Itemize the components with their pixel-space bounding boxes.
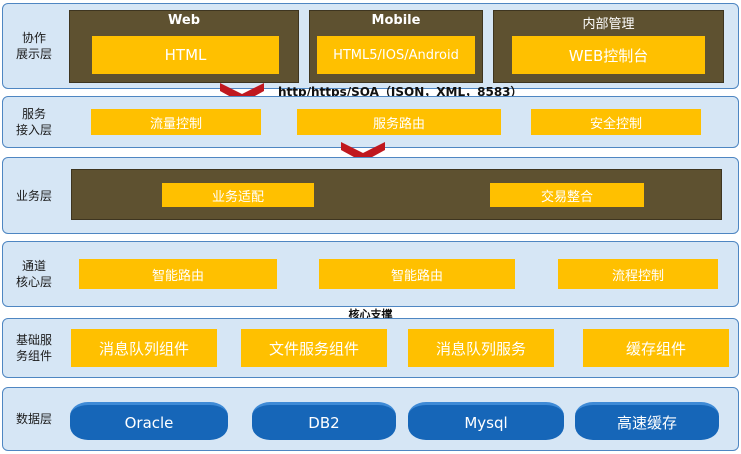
business-item-transaction-integration: 交易整合 bbox=[490, 183, 644, 207]
core-support-label: 核心支撑 bbox=[348, 308, 393, 321]
mobile-title: Mobile bbox=[371, 13, 421, 28]
business-layer: 业务层 业务适配 交易整合 bbox=[2, 157, 739, 234]
layer-label-presentation: 协作 展示层 bbox=[15, 31, 52, 61]
access-item-security-control: 安全控制 bbox=[531, 109, 701, 135]
web-panel: Web HTML bbox=[69, 10, 299, 83]
web-console-box: WEB控制台 bbox=[512, 36, 705, 74]
basic-item-mq-service: 消息队列服务 bbox=[408, 329, 554, 367]
mobile-box: HTML5/IOS/Android bbox=[317, 36, 475, 74]
channel-item-flow-control: 流程控制 bbox=[558, 259, 718, 289]
layer-label-channel: 通道 核心层 bbox=[15, 259, 52, 289]
mobile-panel: Mobile HTML5/IOS/Android bbox=[309, 10, 483, 83]
access-item-traffic-control: 流量控制 bbox=[91, 109, 261, 135]
basic-item-cache: 缓存组件 bbox=[583, 329, 729, 367]
db-oracle: Oracle bbox=[70, 402, 228, 440]
web-title: Web bbox=[168, 13, 200, 28]
access-item-service-routing: 服务路由 bbox=[297, 109, 501, 135]
html-box: HTML bbox=[92, 36, 279, 74]
layer-label-data: 数据层 bbox=[15, 412, 52, 426]
db-high-speed-cache: 高速缓存 bbox=[575, 402, 719, 440]
protocol-label: http/https/SOA（JSON，XML，8583） bbox=[278, 85, 523, 99]
business-panel: 业务适配 交易整合 bbox=[71, 169, 722, 220]
access-layer: 服务 接入层 流量控制 服务路由 安全控制 bbox=[2, 96, 739, 148]
channel-core-layer: 通道 核心层 智能路由 智能路由 流程控制 bbox=[2, 241, 739, 307]
basic-item-mq-component: 消息队列组件 bbox=[71, 329, 217, 367]
layer-label-business: 业务层 bbox=[15, 188, 52, 203]
basic-item-file-service: 文件服务组件 bbox=[241, 329, 387, 367]
channel-item-smart-routing-1: 智能路由 bbox=[79, 259, 277, 289]
admin-panel: 内部管理 WEB控制台 bbox=[493, 10, 724, 83]
channel-item-smart-routing-2: 智能路由 bbox=[319, 259, 515, 289]
db-mysql: Mysql bbox=[408, 402, 564, 440]
admin-title: 内部管理 bbox=[582, 17, 635, 32]
layer-label-access: 服务 接入层 bbox=[15, 107, 52, 137]
presentation-layer: 协作 展示层 Web HTML Mobile HTML5/IOS/Android… bbox=[2, 3, 739, 89]
basic-service-layer: 基础服 务组件 消息队列组件 文件服务组件 消息队列服务 缓存组件 bbox=[2, 318, 739, 378]
db-db2: DB2 bbox=[252, 402, 396, 440]
business-item-adaptation: 业务适配 bbox=[162, 183, 314, 207]
layer-label-basic: 基础服 务组件 bbox=[15, 333, 52, 363]
